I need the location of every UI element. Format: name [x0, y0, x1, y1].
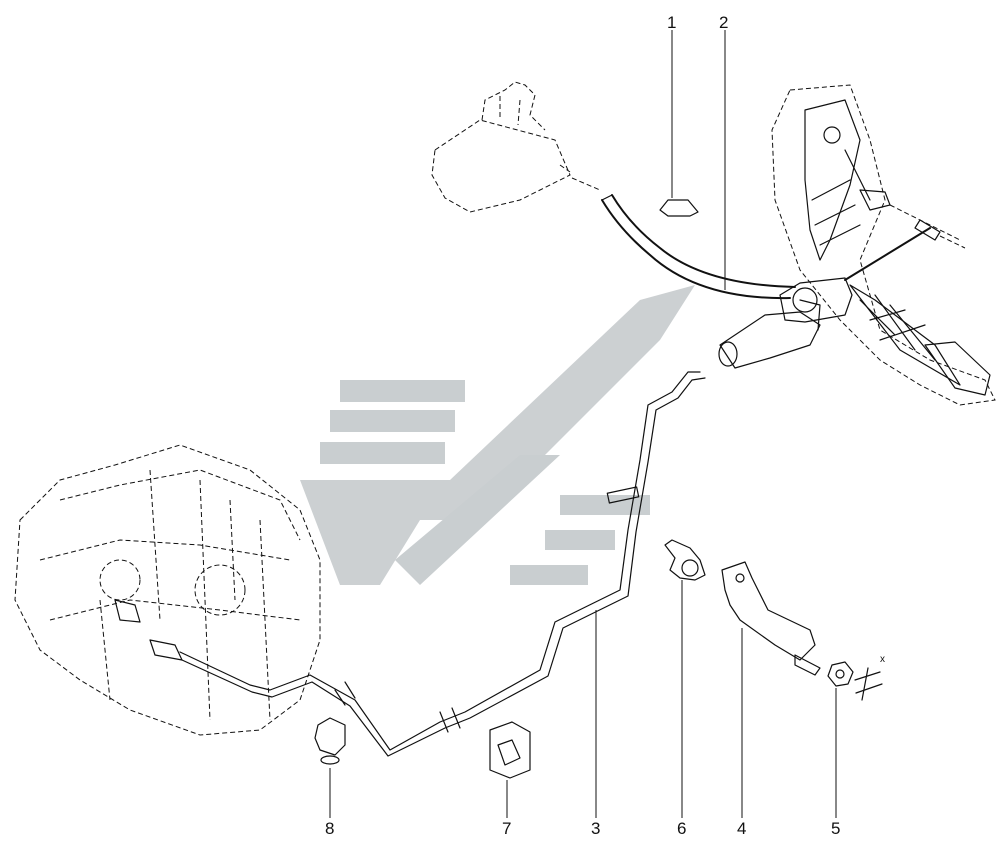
fastener-part-8	[314, 717, 346, 765]
callout-8: 8	[325, 819, 334, 838]
callout-3: 3	[591, 819, 600, 838]
callout-5: 5	[831, 819, 840, 838]
clutch-pedal-assembly	[771, 84, 996, 406]
clip-part-1	[659, 199, 699, 217]
callout-4: 4	[737, 819, 746, 838]
push-rod	[844, 219, 966, 281]
clip-part-7	[489, 721, 531, 779]
master-cylinder	[718, 277, 853, 369]
reservoir-hose	[601, 194, 796, 300]
watermark-logo	[300, 285, 695, 585]
dimension-x-label: x	[880, 654, 885, 665]
callout-2: 2	[719, 13, 728, 32]
nut-part-5	[827, 661, 883, 701]
callout-1: 1	[667, 13, 676, 32]
leader-lines	[329, 30, 837, 818]
callout-6: 6	[677, 819, 686, 838]
callout-7: 7	[502, 819, 511, 838]
clip-part-6	[664, 539, 706, 581]
hydraulic-line	[149, 371, 706, 757]
transmission-housing	[14, 444, 321, 736]
bracket-part-4	[721, 561, 821, 676]
fluid-reservoir	[431, 81, 601, 213]
